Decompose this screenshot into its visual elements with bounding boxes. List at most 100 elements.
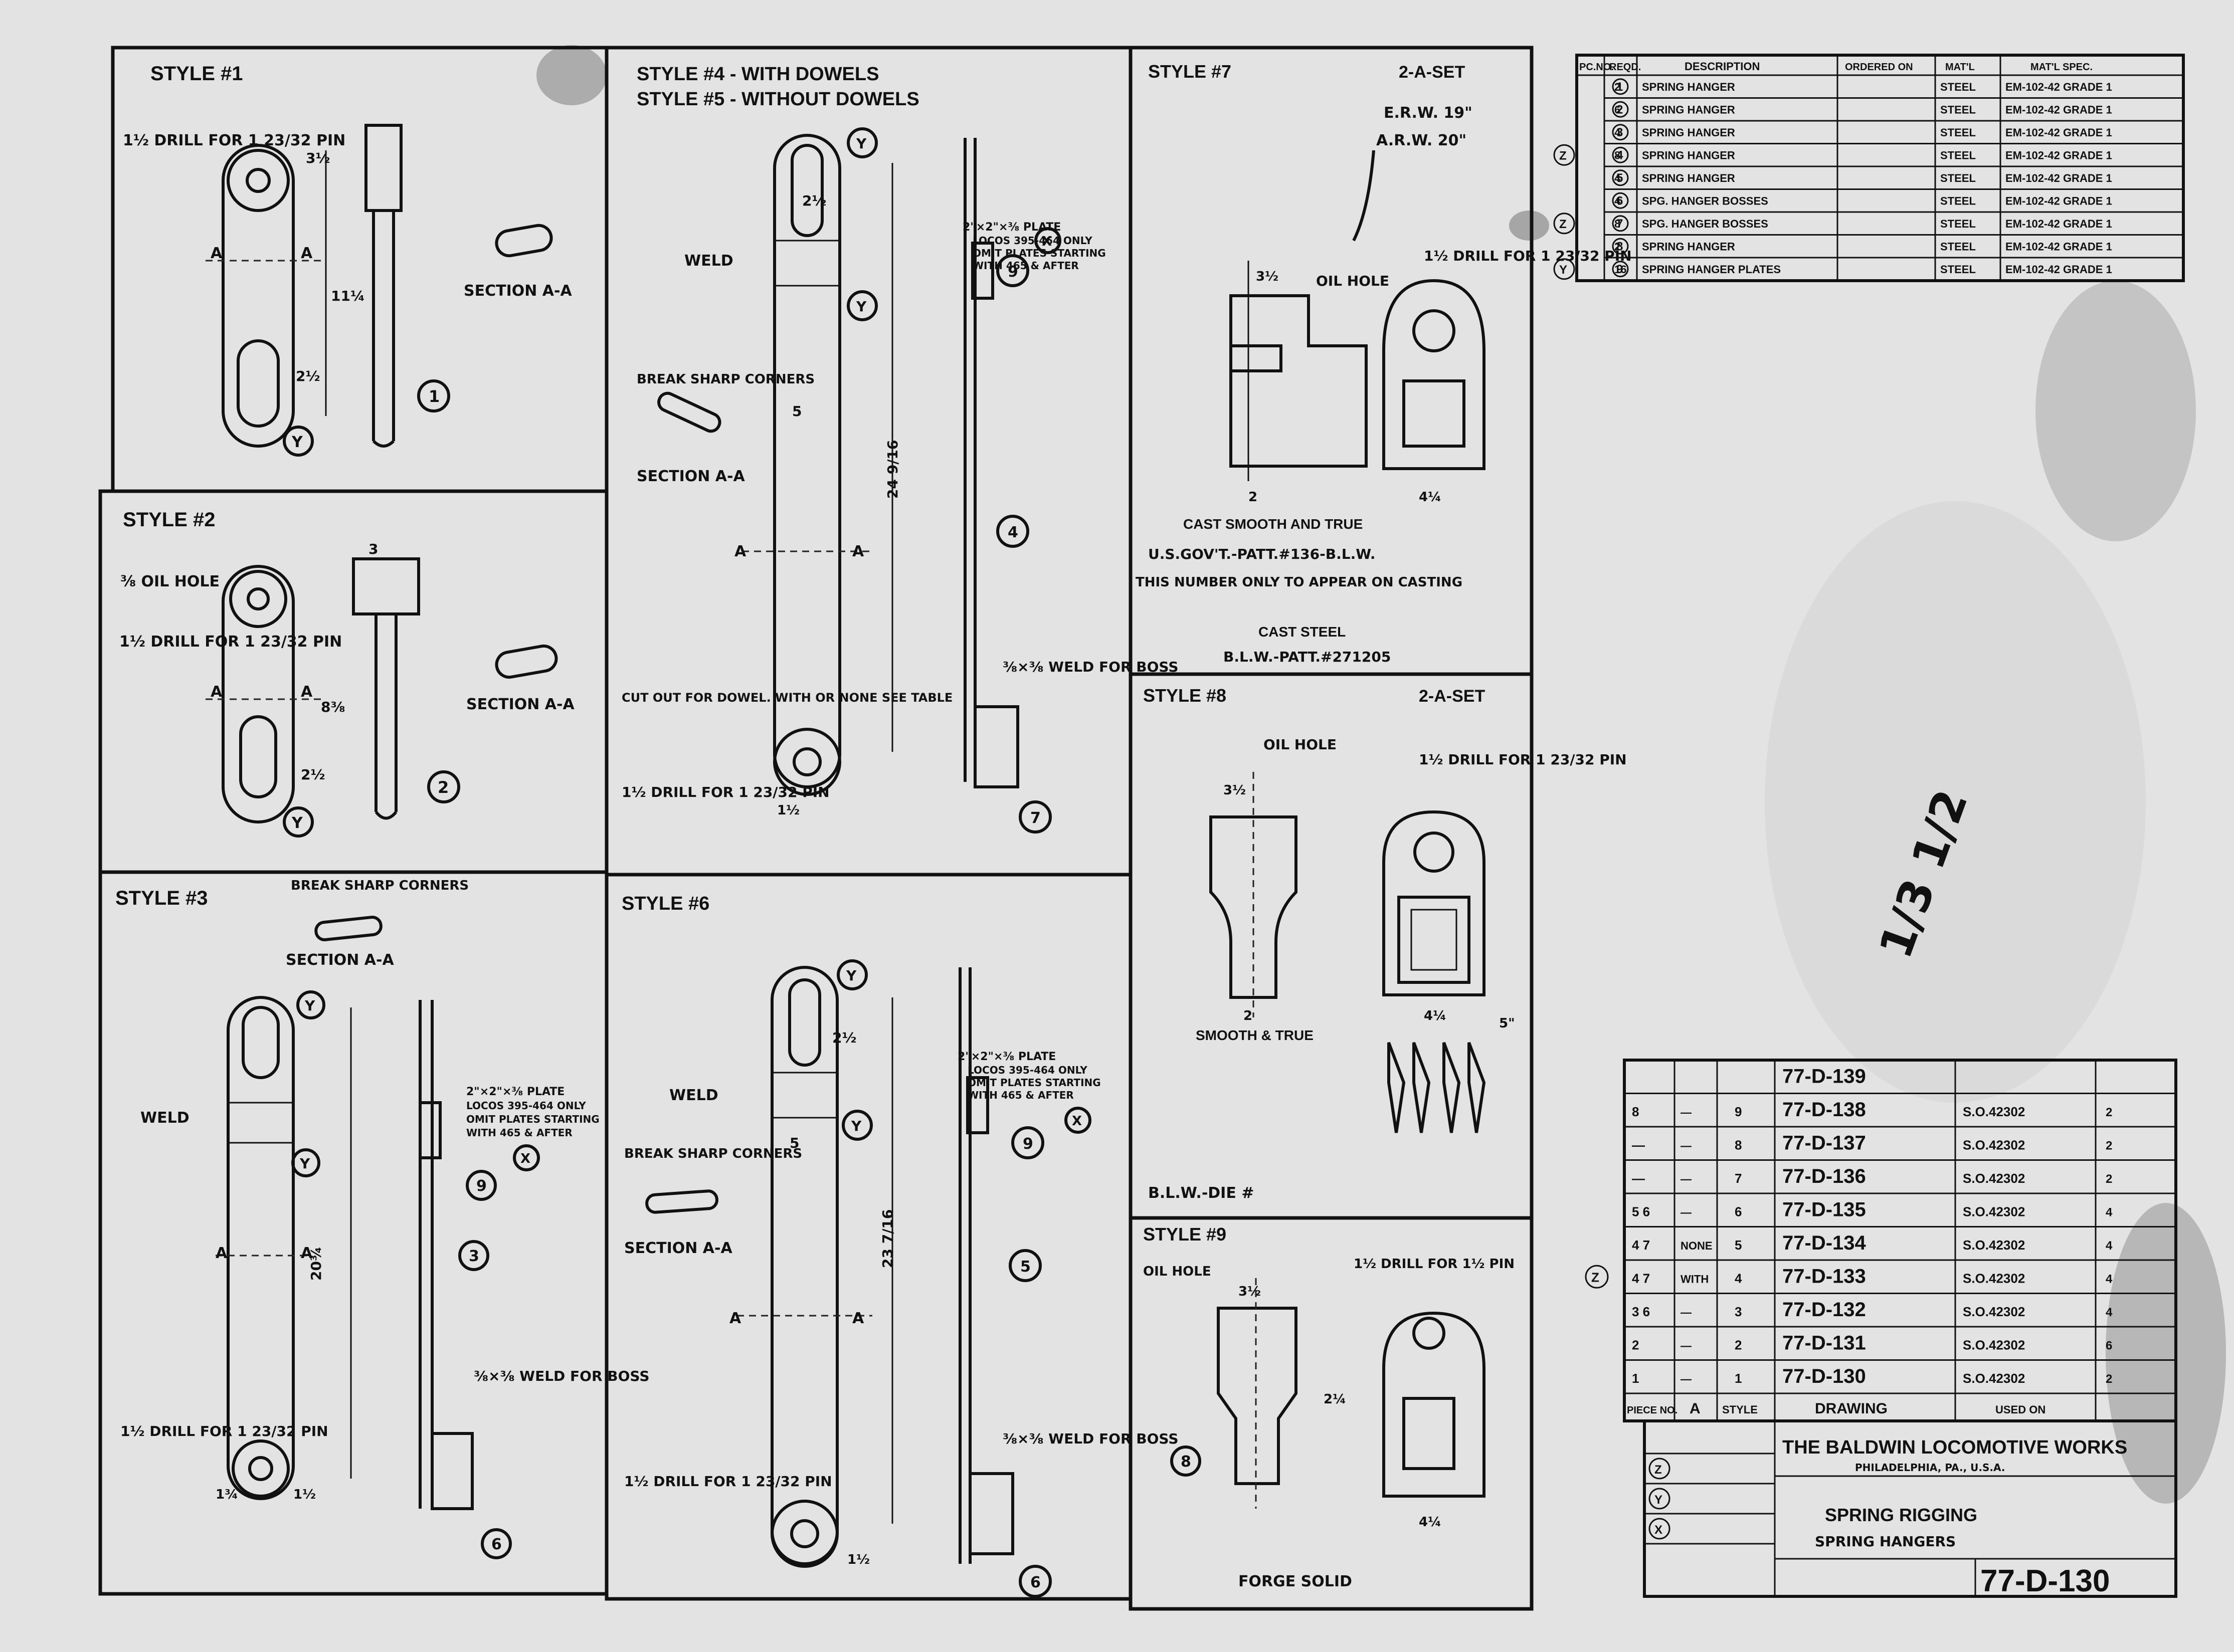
style-cell-ref: S.O.42302 <box>1963 1171 2025 1186</box>
style-cell-qty: 4 <box>2106 1205 2113 1219</box>
style-7-oil-hole-note: OIL HOLE <box>1316 273 1389 289</box>
style-cell-pc: — <box>1632 1171 1645 1186</box>
company-name: THE BALDWIN LOCOMOTIVE WORKS <box>1782 1437 2127 1458</box>
bom-row-mark: Z <box>1559 218 1567 231</box>
style-3-plate-note-3: OMIT PLATES STARTING <box>466 1113 600 1125</box>
style-cell-style: 9 <box>1735 1104 1742 1119</box>
style-4-dim-boss: 1½ <box>777 803 800 818</box>
style-2-title: STYLE #2 <box>123 509 216 531</box>
style-2-oil-hole-note: ⅜ OIL HOLE <box>120 573 220 590</box>
style-3-drill-note: 1½ DRILL FOR 1 23/32 PIN <box>120 1423 328 1439</box>
style-cell-pc: 3 6 <box>1632 1304 1650 1319</box>
style-6-callout-x: X <box>1072 1114 1082 1129</box>
style-2-callout-y: Y <box>291 814 303 832</box>
style-4-weld-note: WELD <box>684 252 733 270</box>
style-cell-qty: 2 <box>2106 1172 2112 1186</box>
style-3-dim-length: 20¾ <box>308 1247 324 1281</box>
style-3-plate-note-4: WITH 465 & AFTER <box>466 1127 573 1139</box>
bom-cell-reqd: 16 <box>1614 263 1626 276</box>
bom-cell-mat: STEEL <box>1940 103 1976 116</box>
style-cell-drawing: 77-D-134 <box>1782 1232 1867 1254</box>
style-6-dim-width: 5 <box>790 1135 799 1151</box>
style-cell-a: WITH <box>1681 1273 1709 1285</box>
bom-cell-spec: EM-102-42 GRADE 1 <box>2005 103 2112 116</box>
style-2-section-marker-right: A <box>301 683 313 701</box>
style-8-drill-note: 1½ DRILL FOR 1 23/32 PIN <box>1419 751 1627 768</box>
style-6-plate-note-2: LOCOS 395-464 ONLY <box>968 1064 1087 1076</box>
panel-grid <box>98 46 1534 1611</box>
style-3-dim-b: 1½ <box>293 1487 316 1502</box>
bom-cell-no: 8 <box>1616 240 1623 253</box>
style-3-section-label: SECTION A-A <box>286 951 394 969</box>
bom-cell-no: 5 <box>1616 171 1623 185</box>
style-cell-ref: S.O.42302 <box>1963 1304 2025 1319</box>
style-6-callout-y-mid: Y <box>851 1118 862 1134</box>
style-9-forge-note: FORGE SOLID <box>1238 1573 1352 1590</box>
bom-cell-desc: SPRING HANGER <box>1642 149 1735 161</box>
style-4-dim-width: 5 <box>792 403 802 420</box>
style-cell-a: — <box>1681 1306 1692 1319</box>
revision-x: X <box>1654 1523 1662 1537</box>
style-8-dim-base: 4¼ <box>1424 1008 1446 1023</box>
style-1-dim-a: 3½ <box>306 150 330 166</box>
style-3-callout-y-top: Y <box>304 997 315 1014</box>
style-4-callout-y-mid: Y <box>856 298 867 315</box>
style-6-dim-slot: 2½ <box>832 1029 856 1046</box>
style-1-title: STYLE #1 <box>150 63 243 85</box>
style-2-panel: STYLE #2 ⅜ OIL HOLE 1½ DRILL FOR 1 23/32… <box>119 509 575 838</box>
drawing-title: SPRING RIGGING <box>1825 1505 1977 1525</box>
bom-cell-mat: STEEL <box>1940 81 1976 93</box>
style-cell-drawing: 77-D-130 <box>1782 1365 1866 1387</box>
style-8-dim-web: 2 <box>1243 1008 1252 1023</box>
style-cell-pc: — <box>1632 1137 1645 1152</box>
bill-of-material: PC.NO. REQD. DESCRIPTION ORDERED ON MAT'… <box>1553 54 2185 282</box>
bom-cell-no: 4 <box>1616 148 1623 162</box>
style-3-section-marker-right: A <box>301 1245 313 1262</box>
style-cell-pc: 8 <box>1632 1104 1639 1119</box>
style-7-pattern-note: U.S.GOV'T.-PATT.#136-B.L.W. <box>1148 546 1375 562</box>
style-cell-qty: 4 <box>2106 1239 2113 1253</box>
bom-cell-spec: EM-102-42 GRADE 1 <box>2005 194 2112 207</box>
bom-cell-no: 1 <box>1616 80 1623 94</box>
style-3-weld-note: WELD <box>140 1109 190 1127</box>
bom-row-mark: Y <box>1559 263 1567 277</box>
style-1-callout-piece: 1 <box>429 387 440 406</box>
style-5-title: STYLE #5 - WITHOUT DOWELS <box>637 89 919 110</box>
style-cell-style: 7 <box>1735 1171 1742 1186</box>
style-cell-drawing: 77-D-136 <box>1782 1165 1866 1187</box>
style-cell-ref: S.O.42302 <box>1963 1371 2025 1386</box>
style-cell-a: NONE <box>1681 1240 1713 1252</box>
style-7-dim-width: 3½ <box>1256 269 1278 284</box>
bom-cell-desc: SPRING HANGER <box>1642 81 1735 93</box>
bom-cell-mat: STEEL <box>1940 194 1976 207</box>
style-3-break-corners-note: BREAK SHARP CORNERS <box>291 878 469 893</box>
style-6-callout-9: 9 <box>1023 1135 1033 1153</box>
style-cell-drawing: 77-D-131 <box>1782 1332 1866 1354</box>
bom-cell-mat: STEEL <box>1940 240 1976 253</box>
style-cell-style: 1 <box>1735 1371 1742 1386</box>
style-9-dim-height: 2¼ <box>1324 1392 1346 1407</box>
style-2-section-marker-left: A <box>211 683 223 701</box>
style-4-drill-note: 1½ DRILL FOR 1 23/32 PIN <box>622 784 830 800</box>
bom-cell-desc: SPRING HANGER <box>1642 172 1735 184</box>
style-4-plate-note-1: 2"×2"×⅜ PLATE <box>963 221 1061 234</box>
style-cell-style: 5 <box>1735 1237 1742 1253</box>
revision-y: Y <box>1654 1493 1662 1507</box>
style-cell-pc: 4 7 <box>1632 1237 1650 1253</box>
style-8-set-label: 2-A-SET <box>1419 687 1485 706</box>
style-8-oil-hole-note: OIL HOLE <box>1263 736 1337 753</box>
bom-cell-no: 9 <box>1616 263 1623 276</box>
style-1-dim-b: 11¼ <box>331 288 365 304</box>
bom-header-mat: MAT'L <box>1945 62 1975 73</box>
style-4-dim-length: 24 9/16 <box>884 440 901 499</box>
style-7-title: STYLE #7 <box>1148 61 1231 82</box>
style-6-plate-note-4: WITH 465 & AFTER <box>968 1089 1074 1101</box>
paper-stains <box>536 45 2226 1504</box>
bom-cell-desc: SPG. HANGER BOSSES <box>1642 194 1768 207</box>
company-city: PHILADELPHIA, PA., U.S.A. <box>1855 1462 2005 1474</box>
style-4-section-marker-right: A <box>852 543 864 560</box>
style-1-drill-note: 1½ DRILL FOR 1 23/32 PIN <box>123 132 345 149</box>
style-3-callout-y-mid: Y <box>299 1155 310 1172</box>
